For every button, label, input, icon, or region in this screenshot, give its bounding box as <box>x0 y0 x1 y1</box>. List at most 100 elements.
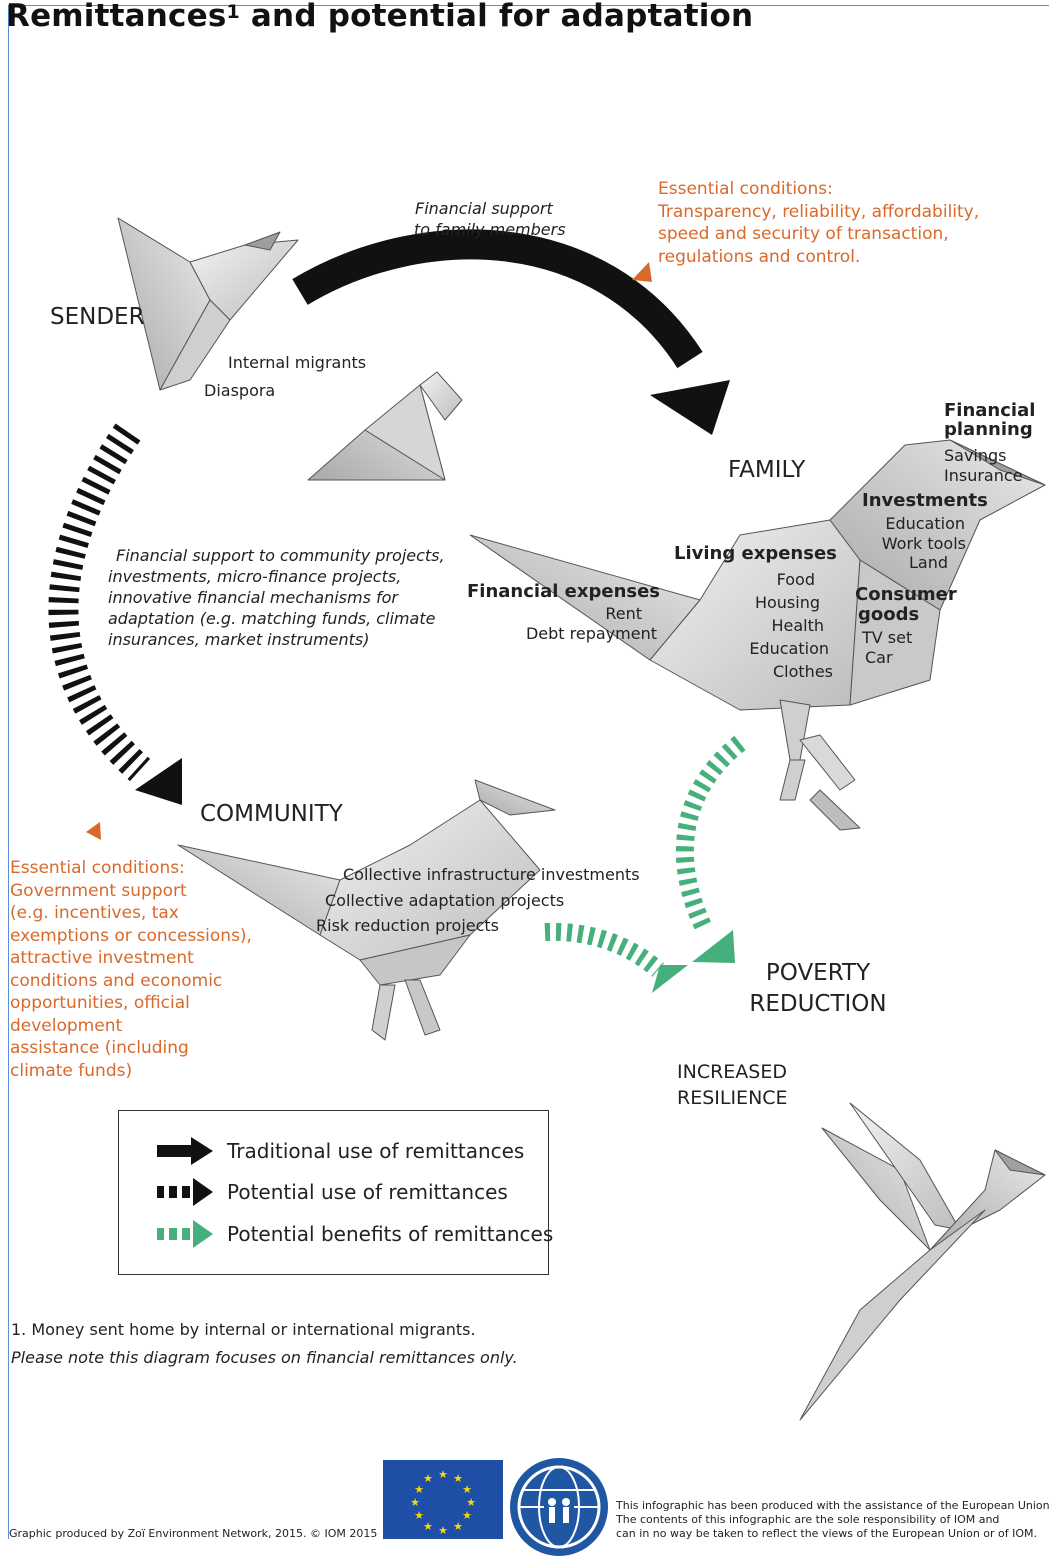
node-resilience-line: RESILIENCE <box>677 1087 788 1109</box>
community-use-risk-reduction: Risk reduction projects <box>316 916 500 935</box>
family-conditions-line: Essential conditions: <box>658 179 833 199</box>
solid-arrow-icon <box>157 1137 213 1165</box>
sender-type-internal: Internal migrants <box>228 353 367 372</box>
legend: Traditional use of remittances Potential… <box>118 1110 553 1275</box>
traditional-remittance-arrow <box>292 229 730 435</box>
resilience-bird-illustration <box>799 1102 1046 1421</box>
heading-line: Consumer <box>855 584 957 605</box>
community-use-adaptation: Collective adaptation projects <box>325 891 565 910</box>
svg-text:★: ★ <box>462 1483 472 1496</box>
community-arrow-label: Financial support to community projects,… <box>108 545 445 650</box>
node-resilience-line: INCREASED <box>677 1061 787 1083</box>
svg-text:★: ★ <box>438 1468 448 1481</box>
small-bird-illustration <box>307 371 463 481</box>
financial-expenses-rent: Rent <box>605 604 642 623</box>
node-family: FAMILY <box>728 457 806 483</box>
living-clothes: Clothes <box>773 662 833 681</box>
svg-text:★: ★ <box>414 1509 424 1522</box>
legend-item-potential-use: Potential use of remittances <box>157 1175 508 1209</box>
svg-text:★: ★ <box>414 1483 424 1496</box>
node-sender: SENDER <box>50 304 145 330</box>
disclaimer-line: The contents of this infographic are the… <box>616 1512 1000 1526</box>
community-conditions-line: Essential conditions: <box>10 858 185 878</box>
community-conditions-line: opportunities, official <box>10 993 190 1013</box>
living-health: Health <box>771 616 824 635</box>
svg-text:★: ★ <box>462 1509 472 1522</box>
community-conditions-line: development <box>10 1015 123 1036</box>
family-conditions-line: Transparency, reliability, affordability… <box>658 201 980 222</box>
frame-top-border <box>8 5 1049 6</box>
green-dashed-arrow-icon <box>157 1220 213 1248</box>
svg-text:★: ★ <box>466 1496 476 1509</box>
legend-label: Potential benefits of remittances <box>227 1222 554 1246</box>
living-housing: Housing <box>754 593 820 612</box>
family-conditions-marker <box>632 262 652 282</box>
svg-text:★: ★ <box>423 1472 433 1485</box>
legend-label: Traditional use of remittances <box>227 1139 525 1163</box>
financial-planning-heading: Financial planning <box>944 401 1035 439</box>
credits-disclaimer: This infographic has been produced with … <box>616 1499 1049 1540</box>
community-arrow-label-line: Financial support to community projects, <box>116 546 445 565</box>
community-conditions-line: assistance (including <box>10 1038 189 1058</box>
node-poverty-reduction: POVERTY REDUCTION <box>740 958 896 1020</box>
family-benefit-arrow <box>675 735 746 963</box>
heading-line: Financial <box>944 400 1036 421</box>
dashed-arrow-icon <box>157 1178 213 1206</box>
community-conditions-line: conditions and economic <box>10 970 223 991</box>
investments-land: Land <box>908 553 948 572</box>
financial-planning-insurance: Insurance <box>944 466 1023 485</box>
financial-planning-savings: Savings <box>944 446 1007 465</box>
investments-heading: Investments <box>862 490 988 511</box>
community-conditions-marker <box>86 822 101 840</box>
community-conditions: Essential conditions: Government support… <box>10 857 252 1082</box>
community-arrow-label-line: insurances, market instruments) <box>108 630 370 649</box>
node-community: COMMUNITY <box>200 801 343 827</box>
page-title: Remittances1 and potential for adaptatio… <box>6 0 754 34</box>
node-poverty-line: POVERTY <box>765 960 871 986</box>
family-conditions-line: speed and security of transaction, <box>658 224 949 244</box>
node-poverty-line: REDUCTION <box>749 991 887 1017</box>
family-bird-illustration <box>469 439 1046 831</box>
legend-item-potential-benefits: Potential benefits of remittances <box>157 1217 553 1251</box>
svg-text:★: ★ <box>438 1524 448 1537</box>
community-bird-illustration <box>177 779 556 1041</box>
legend-label: Potential use of remittances <box>227 1180 508 1204</box>
living-expenses-heading: Living expenses <box>674 543 837 564</box>
svg-text:★: ★ <box>423 1520 433 1533</box>
community-arrow-label-line: investments, micro-finance projects, <box>108 567 402 586</box>
sender-bird-illustration <box>117 217 299 391</box>
community-conditions-line: climate funds) <box>10 1060 133 1081</box>
community-conditions-line: (e.g. incentives, tax <box>10 903 179 923</box>
community-use-infrastructure: Collective infrastructure investments <box>343 865 640 884</box>
heading-line: goods <box>858 604 920 625</box>
financial-expenses-heading: Financial expenses <box>467 581 661 602</box>
living-food: Food <box>776 570 815 589</box>
potential-remittance-arrow <box>48 423 182 805</box>
consumer-goods-heading: Consumer goods <box>855 585 957 625</box>
community-arrow-label-line: innovative financial mechanisms for <box>108 588 399 607</box>
community-conditions-line: exemptions or concessions), <box>10 925 252 946</box>
community-conditions-line: attractive investment <box>10 948 194 968</box>
footnote-note: Please note this diagram focuses on fina… <box>11 1348 518 1367</box>
family-conditions-line: regulations and control. <box>658 246 861 267</box>
credits-producer: Graphic produced by Zoï Environment Netw… <box>9 1527 378 1540</box>
family-arrow-label-line2: to family members <box>414 220 566 239</box>
investments-work-tools: Work tools <box>881 534 966 553</box>
community-conditions-line: Government support <box>10 880 187 901</box>
disclaimer-line: can in no way be taken to reflect the vi… <box>616 1526 1038 1540</box>
disclaimer-line: This infographic has been produced with … <box>616 1499 1049 1512</box>
svg-text:★: ★ <box>453 1472 463 1485</box>
consumer-car: Car <box>865 648 893 667</box>
family-conditions: Essential conditions: Transparency, reli… <box>658 178 979 268</box>
legend-item-traditional: Traditional use of remittances <box>157 1134 524 1168</box>
sender-type-diaspora: Diaspora <box>204 381 276 400</box>
frame-left-border <box>8 5 9 1539</box>
heading-line: planning <box>944 419 1033 440</box>
consumer-tv-set: TV set <box>862 628 913 647</box>
iom-logo <box>510 1458 608 1556</box>
footnote-definition: 1. Money sent home by internal or intern… <box>11 1320 476 1339</box>
svg-text:★: ★ <box>410 1496 420 1509</box>
living-education: Education <box>749 639 829 658</box>
family-arrow-label-line1: Financial support <box>415 199 553 218</box>
